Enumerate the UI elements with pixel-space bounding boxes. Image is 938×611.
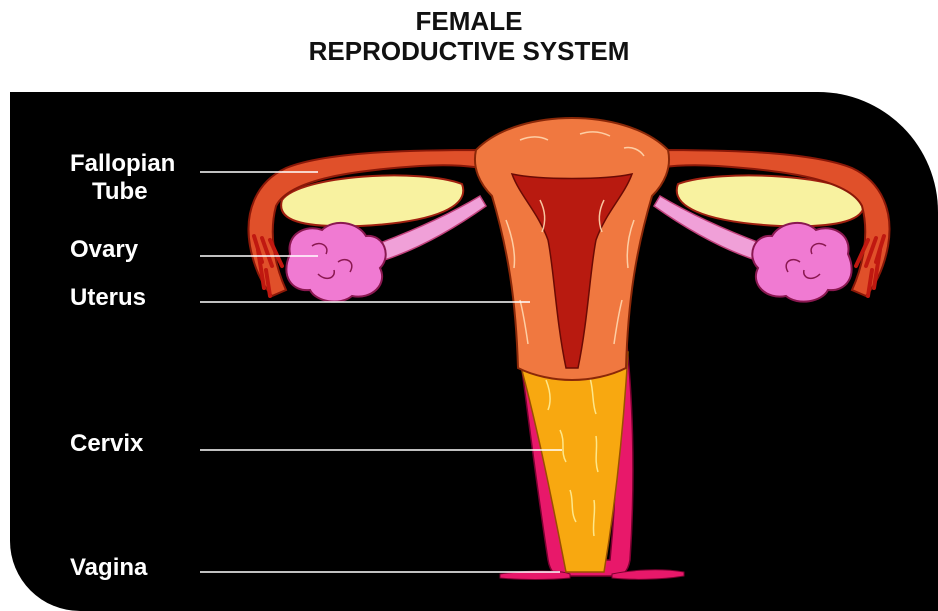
label-ovary: Ovary — [70, 236, 138, 264]
label-fallopian-line-1: Fallopian — [70, 150, 175, 178]
label-vagina: Vagina — [70, 554, 147, 582]
label-uterus: Uterus — [70, 284, 146, 312]
label-fallopian-line-2: Tube — [70, 178, 175, 206]
right-ovary — [752, 223, 851, 302]
left-ovary — [286, 223, 385, 302]
label-fallopian-tube: Fallopian Tube — [70, 150, 175, 206]
label-cervix: Cervix — [70, 430, 143, 458]
